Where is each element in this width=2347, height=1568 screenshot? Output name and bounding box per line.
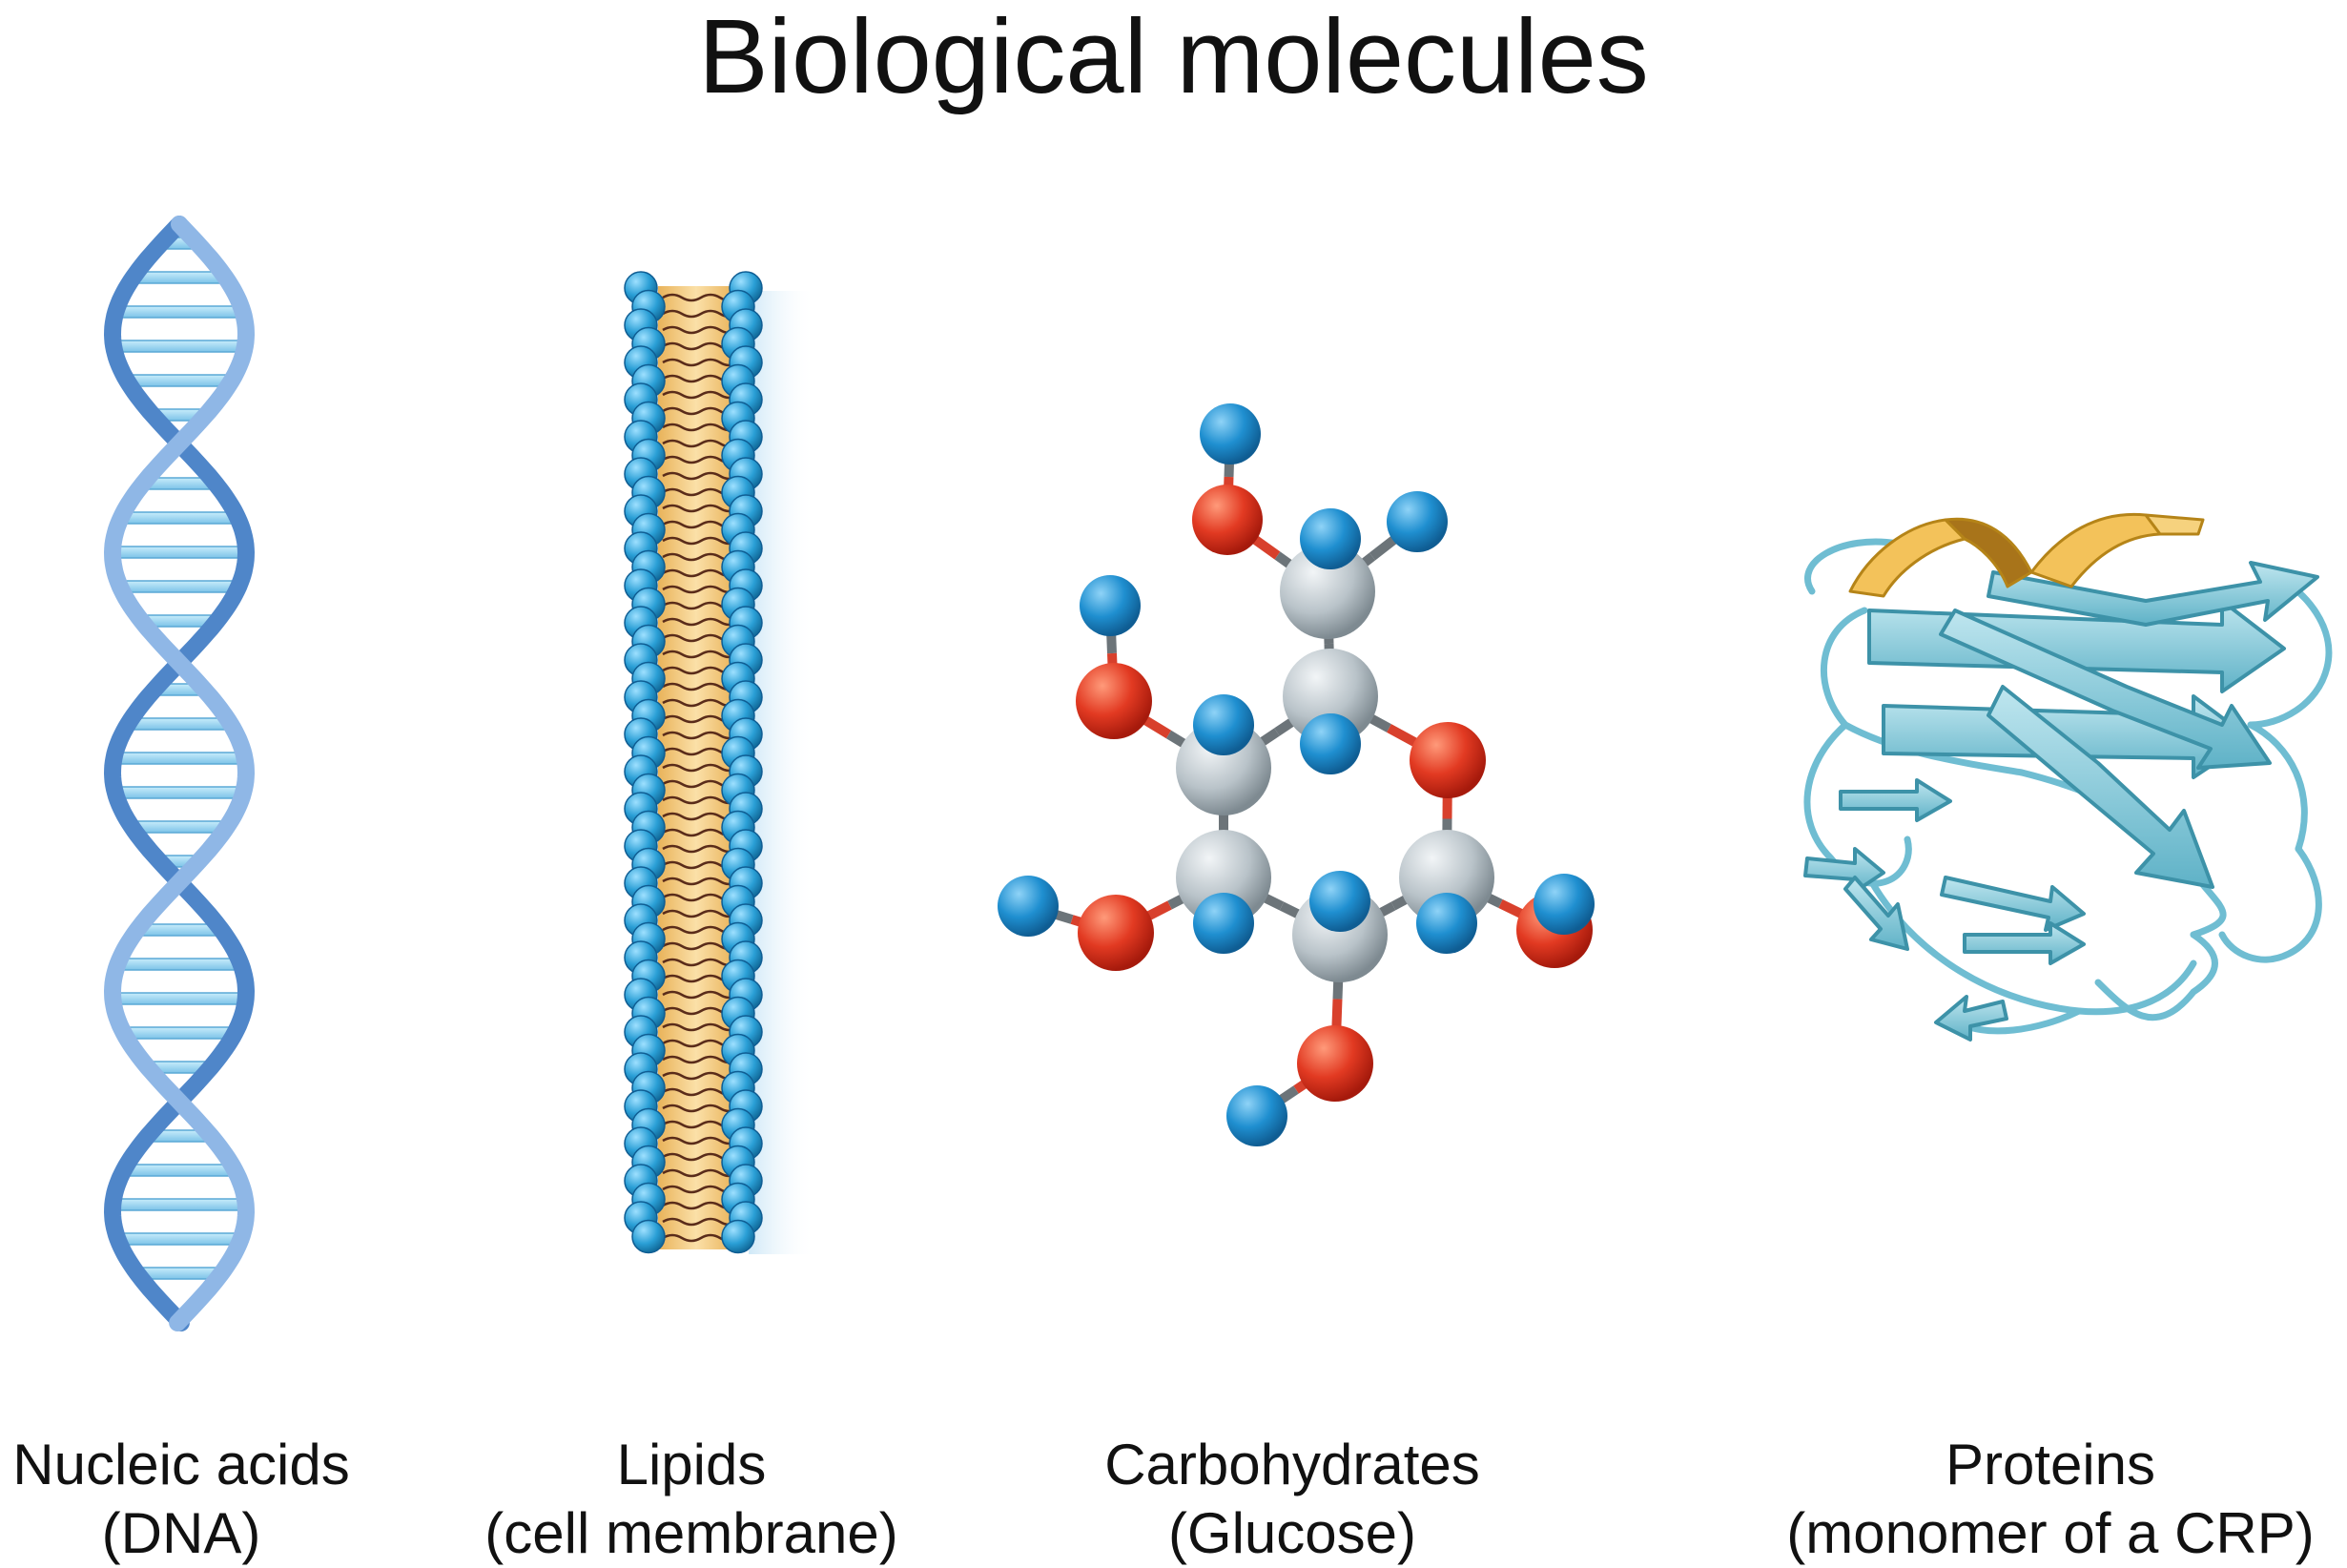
protein-ribbon-icon — [1803, 512, 2333, 1042]
label-nucleic-acids: Nucleic acids (DNA) — [0, 1431, 372, 1568]
label-lipids: Lipids (cell membrane) — [453, 1431, 930, 1568]
hydrogen-atom — [1416, 893, 1477, 954]
hydrogen-atom — [1193, 694, 1254, 755]
hydrogen-atom — [998, 876, 1059, 937]
hydrogen-atom — [1300, 713, 1361, 774]
page-title: Biological molecules — [698, 0, 1649, 115]
lipid-heads — [624, 271, 763, 1254]
molecule-subtitle: (cell membrane) — [484, 1501, 898, 1565]
oxygen-atom — [1410, 722, 1486, 798]
hydrogen-atom — [1309, 871, 1370, 932]
oxygen-atom — [1297, 1025, 1373, 1102]
dna-backbone-strand — [103, 216, 256, 1331]
glucose-molecule-icon — [998, 403, 1595, 1146]
dna-double-helix-icon — [103, 216, 256, 1331]
label-carbohydrates: Carbohydrates (Glucose) — [1054, 1431, 1531, 1568]
dna-backbone-strand — [103, 216, 256, 1331]
hydrogen-atom — [1300, 508, 1361, 569]
carbon-atom — [1280, 544, 1375, 639]
molecule-name: Proteins — [1945, 1433, 2156, 1496]
molecule-subtitle: (Glucose) — [1167, 1501, 1417, 1565]
label-proteins: Proteins (monomer of a CRP) — [1755, 1431, 2346, 1568]
carbon-atom — [1283, 649, 1378, 744]
lipid-bilayer-icon — [624, 271, 815, 1254]
hydrogen-atom — [1200, 403, 1261, 464]
hydrogen-atom — [1193, 893, 1254, 954]
hydrogen-atom — [1080, 575, 1141, 636]
hydrogen-atom — [1534, 874, 1595, 935]
oxygen-atom — [1192, 485, 1263, 555]
molecule-subtitle: (DNA) — [101, 1501, 261, 1565]
molecule-name: Carbohydrates — [1104, 1433, 1480, 1496]
carbon-atom — [1176, 720, 1271, 815]
molecule-subtitle: (monomer of a CRP) — [1786, 1501, 2315, 1565]
hydrogen-atom — [1387, 491, 1448, 552]
oxygen-atom — [1078, 895, 1154, 971]
molecule-name: Nucleic acids — [12, 1433, 350, 1496]
molecule-name: Lipids — [616, 1433, 767, 1496]
carbon-atom — [1176, 830, 1271, 925]
hydrogen-atom — [1226, 1085, 1287, 1146]
carbon-atom — [1399, 830, 1494, 925]
oxygen-atom — [1076, 663, 1152, 739]
